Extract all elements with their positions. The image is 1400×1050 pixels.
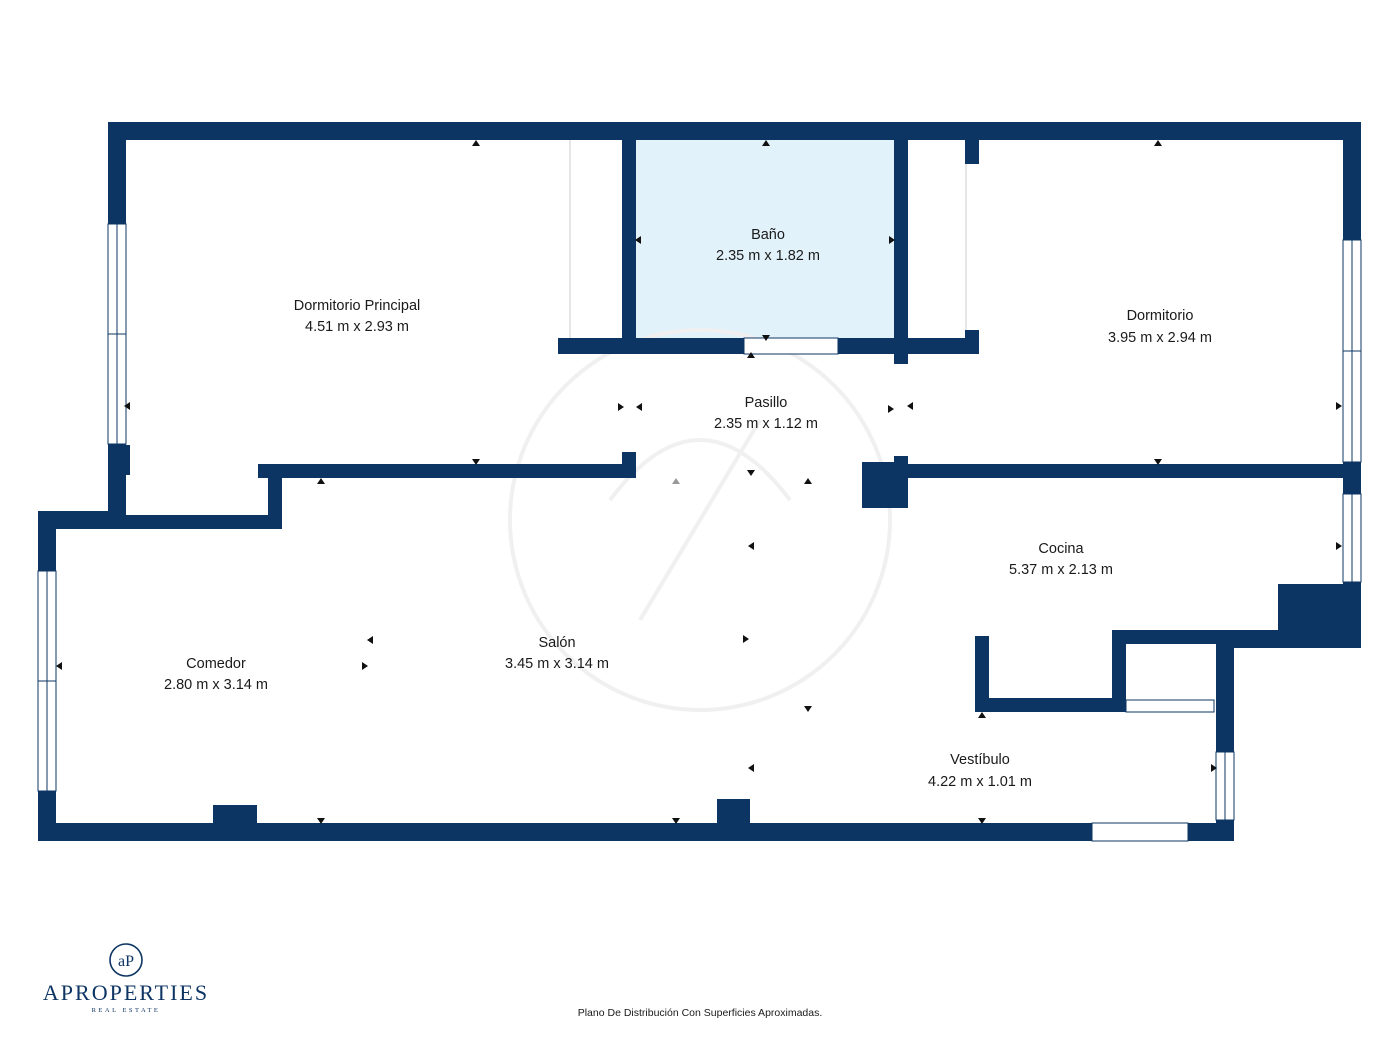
closet-doors	[569, 140, 967, 338]
monogram-icon: aP	[109, 943, 143, 977]
room-dims-dormitorio-principal: 4.51 m x 2.93 m	[305, 319, 409, 335]
room-dims-pasillo: 2.35 m x 1.12 m	[714, 416, 818, 432]
room-name-dormitorio: Dormitorio	[1127, 308, 1194, 324]
room-name-pasillo: Pasillo	[745, 395, 788, 411]
room-name-dormitorio-principal: Dormitorio Principal	[294, 298, 421, 314]
brand-tagline: REAL ESTATE	[91, 1007, 161, 1014]
window-mullions	[38, 224, 1361, 820]
room-name-vestibulo: Vestíbulo	[950, 752, 1010, 768]
bathroom-floor	[636, 140, 894, 340]
room-dims-bano: 2.35 m x 1.82 m	[716, 248, 820, 264]
brand-name: APROPERTIES	[42, 980, 210, 1005]
room-labels: Dormitorio Principal 4.51 m x 2.93 m Bañ…	[164, 227, 1212, 790]
room-dims-dormitorio: 3.95 m x 2.94 m	[1108, 330, 1212, 346]
measurement-markers	[56, 140, 1342, 824]
brand-logo: aP APROPERTIES REAL ESTATE	[34, 942, 218, 1014]
room-name-salon: Salón	[538, 635, 575, 651]
room-dims-salon: 3.45 m x 3.14 m	[505, 656, 609, 672]
room-dims-cocina: 5.37 m x 2.13 m	[1009, 562, 1113, 578]
plan-footnote: Plano De Distribución Con Superficies Ap…	[577, 1007, 823, 1019]
monogram-text: aP	[118, 953, 134, 970]
room-name-comedor: Comedor	[186, 656, 246, 672]
room-name-bano: Baño	[751, 227, 785, 243]
room-name-cocina: Cocina	[1038, 541, 1084, 557]
watermark	[508, 328, 892, 712]
room-dims-comedor: 2.80 m x 3.14 m	[164, 677, 268, 693]
room-dims-vestibulo: 4.22 m x 1.01 m	[928, 774, 1032, 790]
